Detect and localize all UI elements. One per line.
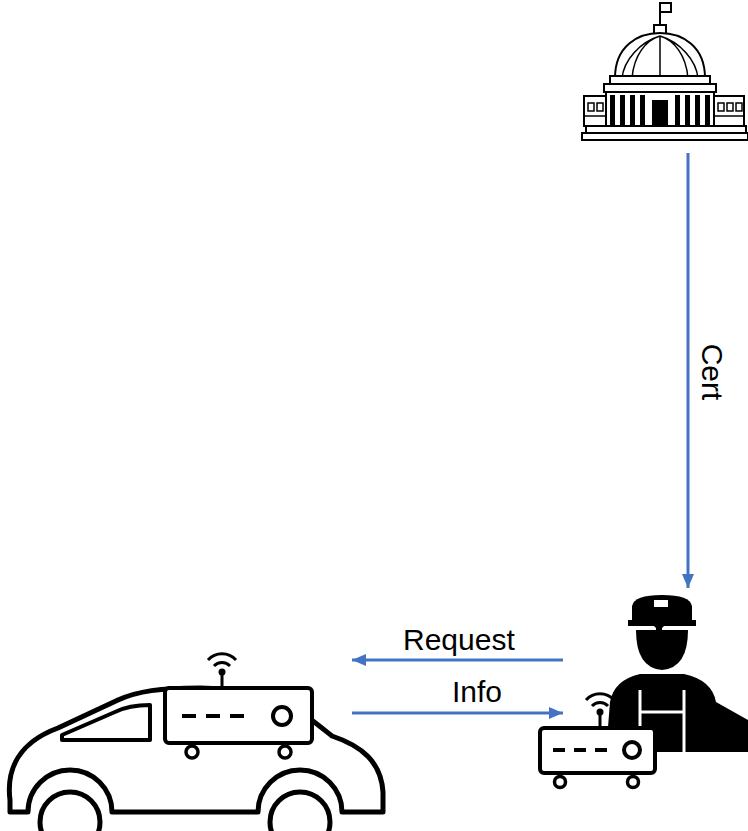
car-node <box>0 600 352 831</box>
car-device <box>165 654 312 758</box>
edge-label: Info <box>452 677 502 707</box>
edge-label: Cert <box>697 344 727 401</box>
edge-label: Request <box>403 625 515 655</box>
mechanic-device <box>540 694 655 788</box>
building-node <box>580 0 748 153</box>
arrow-connector <box>687 153 690 588</box>
arrow-connector <box>352 659 563 662</box>
government-building <box>582 2 748 140</box>
mechanic-node <box>563 588 748 770</box>
car-illustration <box>9 688 383 831</box>
arrow-connector <box>352 712 563 715</box>
